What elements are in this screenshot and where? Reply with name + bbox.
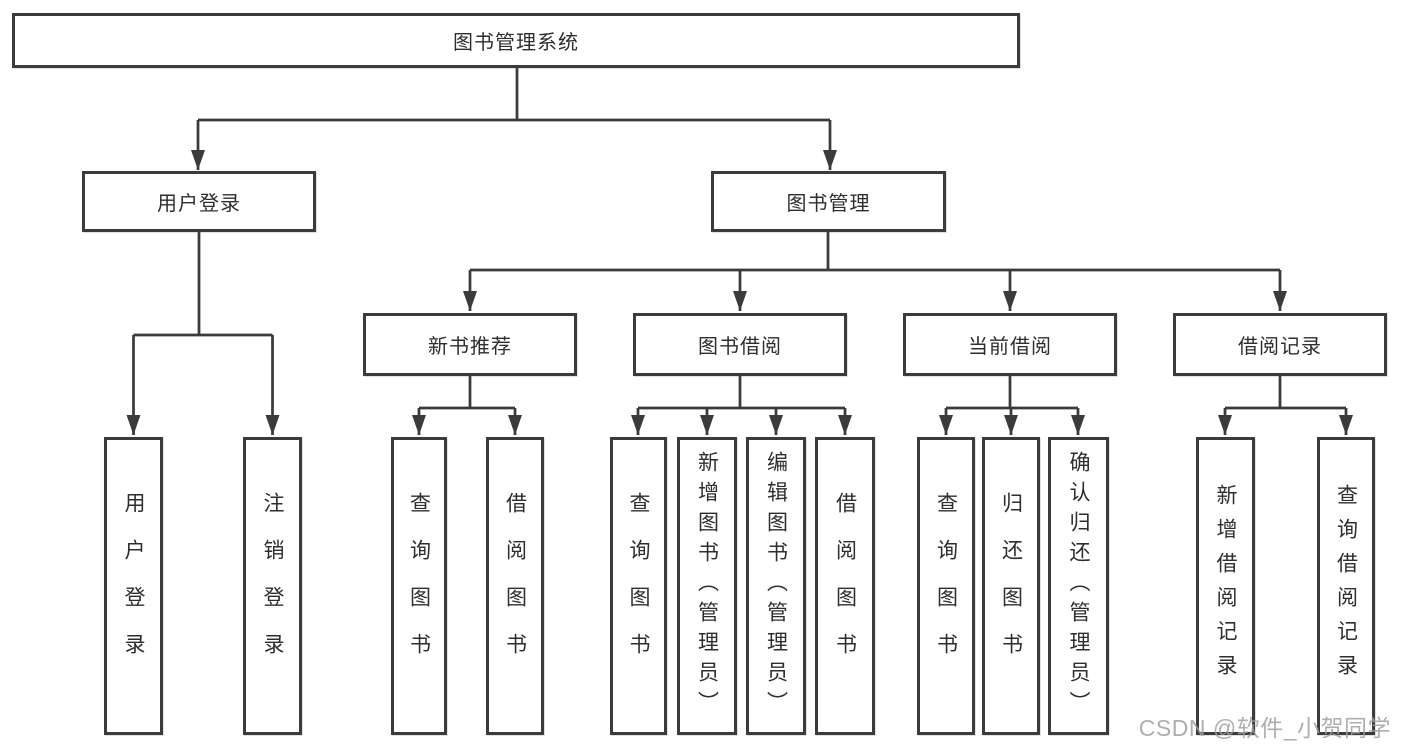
node-label: 查询图书 xyxy=(934,492,958,680)
node-label: 借阅图书 xyxy=(503,492,527,680)
rail-user-login xyxy=(133,232,273,337)
node-label: 新增图书（管理员） xyxy=(695,451,719,721)
leaf-add-books-admin: 新增图书（管理员） xyxy=(677,437,737,735)
rail-root xyxy=(198,68,830,122)
node-borrow-records: 借阅记录 xyxy=(1173,313,1387,376)
node-label: 编辑图书（管理员） xyxy=(764,451,788,721)
node-book-management: 图书管理 xyxy=(711,171,946,232)
node-label: 归还图书 xyxy=(999,492,1023,680)
node-current-borrow: 当前借阅 xyxy=(903,313,1117,376)
node-label: 用户登录 xyxy=(157,193,241,215)
node-label: 注销登录 xyxy=(261,492,284,680)
leaf-query-books-recommend: 查询图书 xyxy=(391,437,447,735)
node-label: 当前借阅 xyxy=(968,336,1052,358)
node-label: 新书推荐 xyxy=(428,336,512,358)
node-label: 图书管理系统 xyxy=(453,32,579,54)
rail-new-book-recommend xyxy=(419,376,515,410)
node-label: 图书管理 xyxy=(786,193,871,215)
leaf-return-books: 归还图书 xyxy=(982,437,1040,735)
leaf-confirm-return-admin: 确认归还（管理员） xyxy=(1048,437,1109,735)
node-label: 图书借阅 xyxy=(698,336,782,358)
leaf-query-books-current: 查询图书 xyxy=(917,437,975,735)
node-label: 用户登录 xyxy=(122,492,145,680)
arrow-drops xyxy=(126,120,1353,435)
leaf-user-login: 用户登录 xyxy=(104,437,163,735)
node-user-login: 用户登录 xyxy=(82,171,316,232)
node-label: 查询图书 xyxy=(407,492,431,680)
node-label: 查询借阅记录 xyxy=(1334,484,1358,688)
node-library-management-system: 图书管理系统 xyxy=(12,13,1020,68)
node-new-book-recommend: 新书推荐 xyxy=(363,313,577,376)
rail-current-borrow xyxy=(946,376,1078,410)
node-label: 新增借阅记录 xyxy=(1214,484,1237,688)
node-label: 借阅记录 xyxy=(1238,336,1322,358)
rail-borrow-records xyxy=(1225,376,1346,410)
node-label: 确认归还（管理员） xyxy=(1067,451,1090,721)
leaf-borrow-books: 借阅图书 xyxy=(815,437,875,735)
leaf-logout: 注销登录 xyxy=(243,437,302,735)
rail-book-borrow xyxy=(638,376,845,410)
node-label: 查询图书 xyxy=(627,492,650,680)
rail-book-management xyxy=(470,232,1280,272)
leaf-add-borrow-record: 新增借阅记录 xyxy=(1196,437,1255,735)
watermark: CSDN @软件_小贺同学 xyxy=(1138,715,1391,741)
leaf-query-borrow-record: 查询借阅记录 xyxy=(1317,437,1375,735)
leaf-query-books-borrow: 查询图书 xyxy=(610,437,667,735)
node-book-borrow: 图书借阅 xyxy=(633,313,847,376)
leaf-edit-books-admin: 编辑图书（管理员） xyxy=(746,437,806,735)
leaf-borrow-books-recommend: 借阅图书 xyxy=(486,437,544,735)
node-label: 借阅图书 xyxy=(833,492,857,680)
